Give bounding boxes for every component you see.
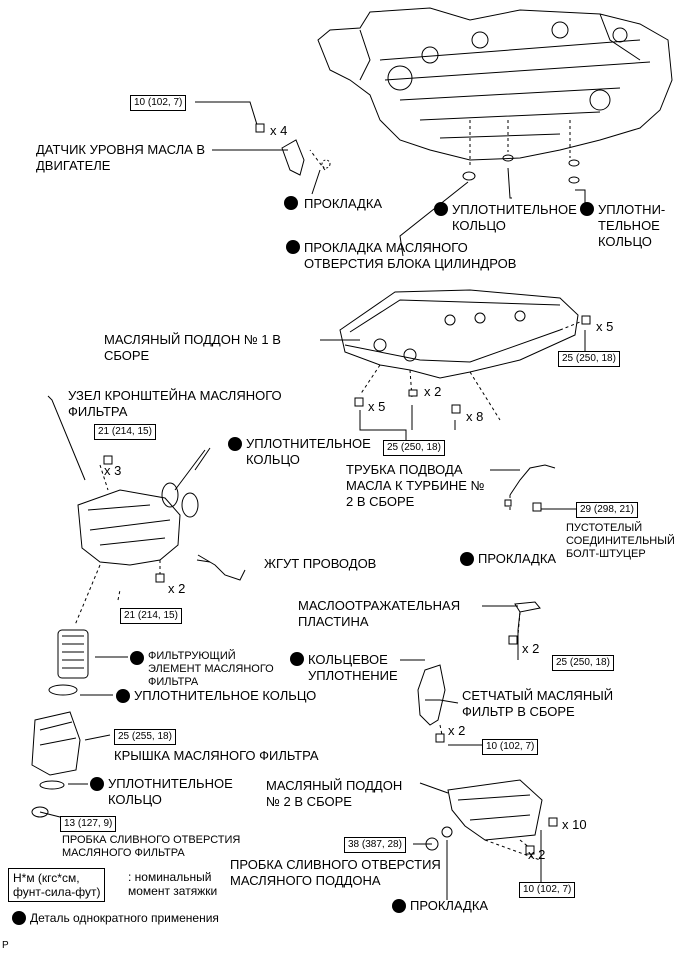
label-gasket-union: ПРОКЛАДКА: [478, 551, 557, 566]
single-use-marker: [580, 202, 594, 216]
single-use-marker: [392, 899, 406, 913]
wire-harness-drawing: [197, 554, 246, 581]
oil-pan-2-drawing: [447, 779, 543, 841]
label-gasket-bottom: ПРОКЛАДКА: [410, 898, 489, 913]
torque-spec: 25 (250, 18): [383, 440, 445, 456]
quantity: x 8: [466, 409, 484, 424]
quantity: x 2: [448, 723, 466, 738]
label-gasket-top: ПРОКЛАДКА: [304, 196, 383, 211]
filter-element-drawing: [48, 629, 89, 696]
turbo-tube-drawing: [509, 464, 556, 496]
single-use-marker: [116, 689, 130, 703]
single-use-marker: [130, 651, 144, 665]
torque-spec: 13 (127, 9): [60, 816, 117, 832]
quantity: x 5: [596, 319, 614, 334]
quantity: x 2: [424, 384, 442, 399]
single-use-marker: [12, 911, 26, 925]
single-use-marker: [290, 652, 304, 666]
torque-spec: 29 (298, 21): [576, 502, 638, 518]
single-use-marker: [434, 202, 448, 216]
quantity: x 3: [104, 463, 122, 478]
single-use-marker: [460, 552, 474, 566]
torque-spec: 21 (214, 15): [120, 608, 182, 624]
engine-block: [317, 7, 673, 161]
single-use-marker: [228, 437, 242, 451]
label-wire-harness: ЖГУТ ПРОВОДОВ: [264, 556, 377, 571]
legend-unit-box: Н*м (кгс*см,фунт-сила-фут): [8, 868, 106, 902]
baffle-drawing: [514, 601, 541, 613]
quantity: x 2: [522, 641, 540, 656]
quantity: x 10: [562, 817, 587, 832]
torque-spec: 38 (387, 28): [344, 837, 406, 853]
quantity: x 5: [368, 399, 386, 414]
legend-single-use: Деталь однократного применения: [30, 911, 219, 925]
torque-spec: 25 (250, 18): [552, 655, 614, 671]
single-use-marker: [284, 196, 298, 210]
single-use-marker: [286, 240, 300, 254]
torque-spec: 21 (214, 15): [94, 424, 156, 440]
page-code: P: [2, 940, 9, 951]
oil-pan-1-drawing: [339, 289, 579, 379]
quantity: x 4: [270, 123, 288, 138]
quantity: x 2: [528, 847, 546, 862]
strainer-drawing: [417, 664, 446, 726]
filter-cap-drawing: [31, 711, 81, 818]
label-filter-cap: КРЫШКА МАСЛЯНОГО ФИЛЬТРА: [114, 748, 319, 763]
torque-spec: 25 (250, 18): [558, 351, 620, 367]
torque-spec: 10 (102, 7): [519, 882, 576, 898]
label-oring-filter: УПЛОТНИТЕЛЬНОЕ КОЛЬЦО: [134, 688, 317, 703]
torque-spec: 25 (255, 18): [114, 729, 176, 745]
torque-spec: 10 (102, 7): [130, 95, 187, 111]
quantity: x 2: [168, 581, 186, 596]
single-use-marker: [90, 777, 104, 791]
torque-spec: 10 (102, 7): [482, 739, 539, 755]
filter-bracket-drawing: [77, 482, 199, 566]
